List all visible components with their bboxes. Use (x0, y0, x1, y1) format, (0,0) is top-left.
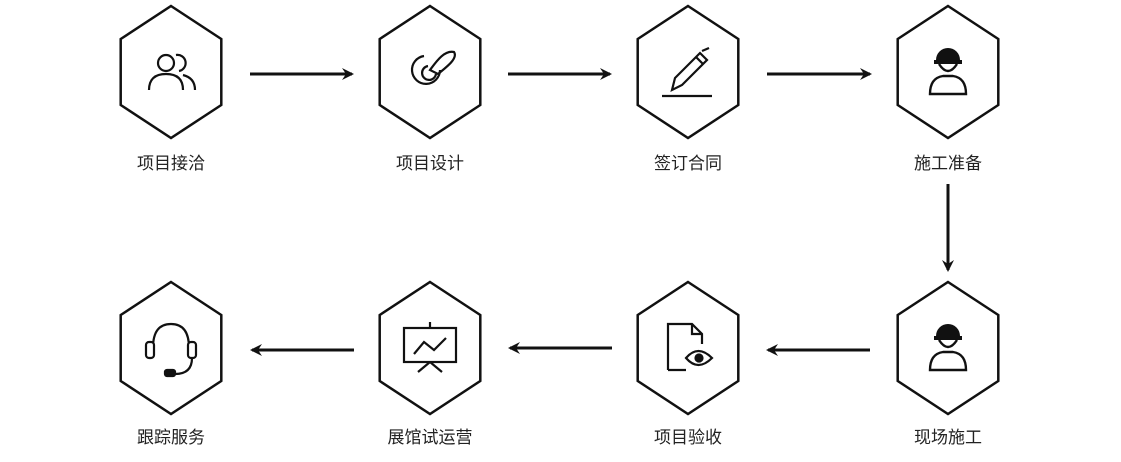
step-label-project-contact: 项目接洽 (137, 154, 205, 174)
step-label-project-acceptance: 项目验收 (654, 428, 722, 448)
hexagon-node-6 (636, 280, 740, 416)
document-eye-icon (666, 322, 714, 372)
step-label-project-design: 项目设计 (396, 154, 464, 174)
step-label-sign-contract: 签订合同 (654, 154, 722, 174)
step-label-trial-operation: 展馆试运营 (387, 428, 473, 448)
hexagon-node-1 (119, 4, 223, 140)
pen-sign-icon (662, 46, 712, 98)
presentation-board-icon (402, 322, 458, 373)
hexagon-node-8 (119, 280, 223, 416)
users-icon (147, 53, 197, 91)
step-label-construction-prep: 施工准备 (914, 154, 982, 174)
step-label-follow-up-service: 跟踪服务 (137, 428, 205, 448)
design-brush-icon (410, 50, 456, 85)
hexagon-node-2 (378, 4, 482, 140)
headset-icon (144, 322, 198, 378)
step-label-onsite-construction: 现场施工 (914, 428, 982, 448)
hexagon-node-3 (636, 4, 740, 140)
